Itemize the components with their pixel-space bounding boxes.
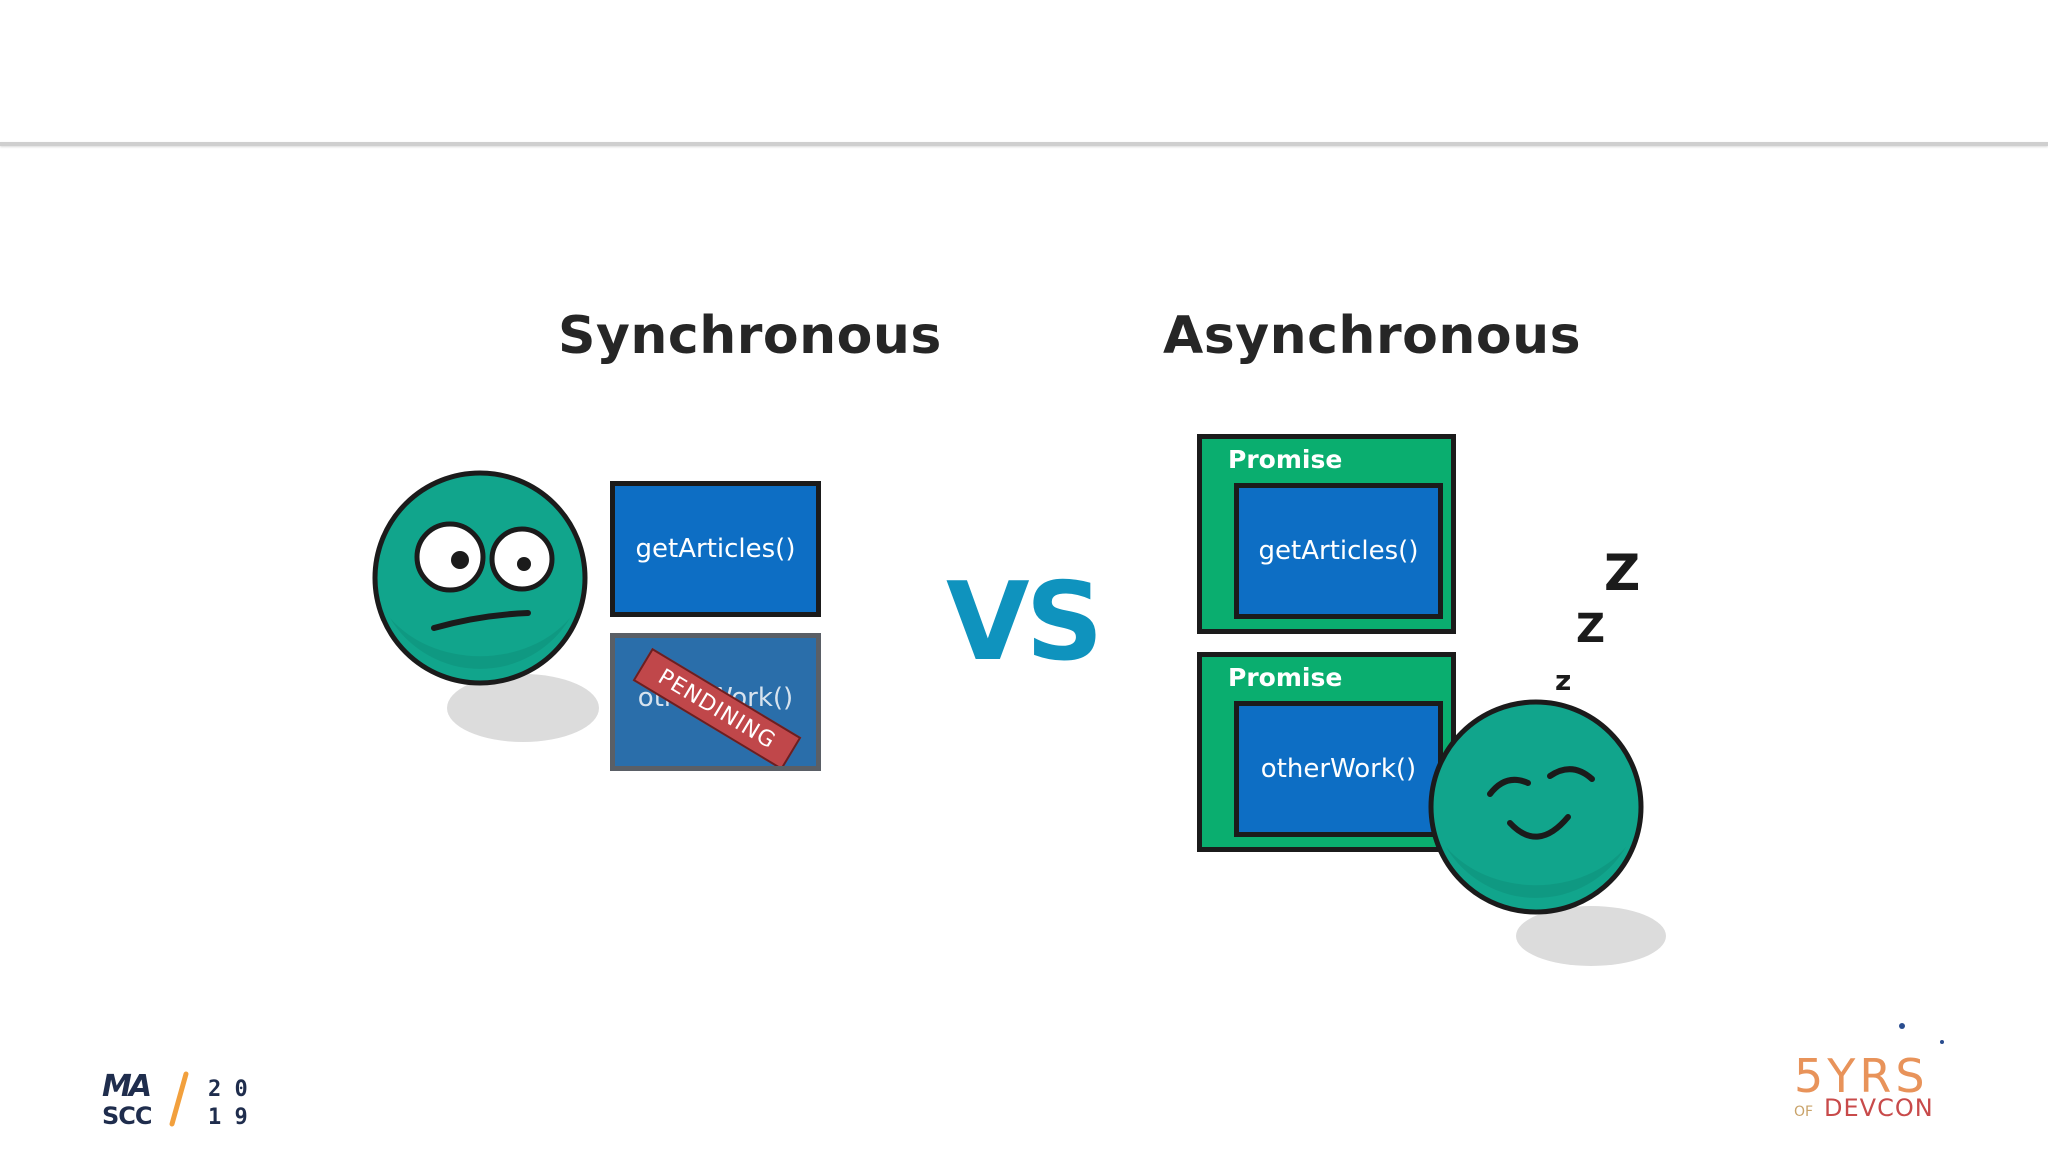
- sleep-z-medium: Z: [1576, 606, 1606, 652]
- sleeping-face-icon: [1428, 699, 1644, 915]
- svg-text:5YRS: 5YRS: [1794, 1049, 1929, 1103]
- promise-label: Promise: [1228, 445, 1343, 474]
- async-getarticles-box: getArticles(): [1234, 483, 1443, 619]
- vs-label: VS: [946, 560, 1103, 685]
- promise-box: Promise getArticles(): [1197, 434, 1456, 634]
- sleep-z-large: Z: [1604, 544, 1641, 602]
- function-label: getArticles(): [1258, 536, 1419, 566]
- confused-face-icon: [372, 470, 588, 686]
- svg-text:DEVCON: DEVCON: [1824, 1094, 1934, 1120]
- asynchronous-title: Asynchronous: [1163, 306, 1582, 366]
- 5yrs-devcon-logo: 5YRS OF DEVCON: [1794, 1023, 1944, 1120]
- masc-2019-logo: MA SCC 2 0 1 9: [102, 1069, 248, 1128]
- promise-label: Promise: [1228, 663, 1343, 692]
- svg-text:2 0: 2 0: [208, 1077, 248, 1102]
- synchronous-title: Synchronous: [558, 306, 942, 366]
- sync-otherwork-box: otherWork() PENDINING: [610, 633, 821, 771]
- slide-header-area: [0, 0, 2048, 143]
- svg-text:MA: MA: [102, 1069, 150, 1104]
- function-label: getArticles(): [635, 534, 796, 564]
- sync-getarticles-box: getArticles(): [610, 481, 821, 617]
- sleep-z-small: z: [1555, 664, 1572, 697]
- header-divider: [0, 142, 2048, 146]
- async-otherwork-box: otherWork(): [1234, 701, 1443, 837]
- function-label: otherWork(): [1260, 754, 1417, 784]
- svg-text:OF: OF: [1794, 1104, 1813, 1120]
- svg-text:1 9: 1 9: [208, 1105, 248, 1128]
- happy-face-shadow: [1516, 906, 1666, 966]
- promise-box: Promise otherWork(): [1197, 652, 1456, 852]
- svg-text:SCC: SCC: [102, 1102, 152, 1128]
- sad-face-shadow: [447, 674, 599, 742]
